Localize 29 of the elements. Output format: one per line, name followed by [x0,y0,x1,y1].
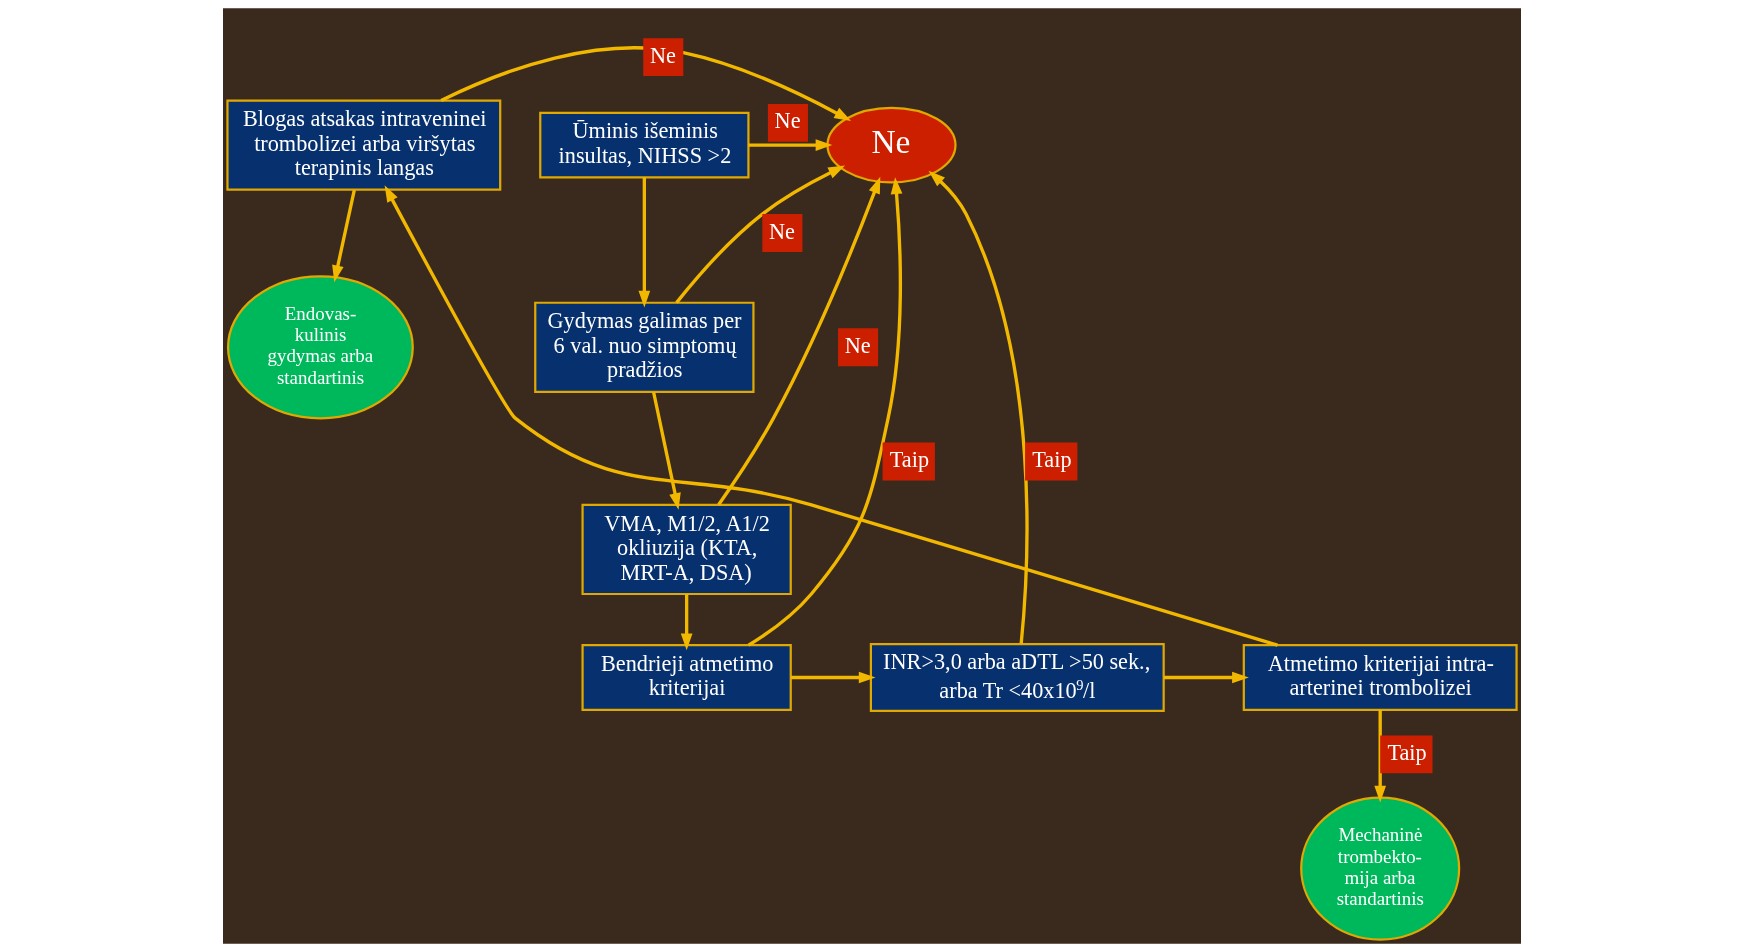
edge-label: Taip [1032,447,1072,473]
node-box: Blogas atsakas intraveninei trombolizei arba viršytas terapinis langas [226,99,502,191]
arrow [747,177,903,647]
arrow [748,139,833,151]
arrow [790,671,876,684]
arrow [1374,709,1387,803]
arrow [638,177,651,308]
node-box: Bendrieji atmetimo kriterijai [581,644,792,711]
node-box: VMA, M1/2, A1/2 okliuzija (KTA, MRT-A, DSA) [581,503,792,596]
edge-label: Ne [774,108,801,134]
edge-label: Ne [844,332,871,358]
edge-label: Taip [1387,739,1427,765]
edge-label: Ne [769,218,795,244]
arrow [652,391,681,510]
edge-label: Taip [889,447,930,473]
node-box: INR>3,0 arba aDTL >50 sek., arba Tr <40x10$^{9}$/l [869,642,1165,712]
arrow [675,165,846,304]
arrow [928,170,1029,645]
arrow [1164,671,1249,684]
node-ellipse: Endovas- kulinis gydymas arba standartinis [226,275,414,420]
edge-label: Ne [649,42,676,68]
arrow [332,189,356,283]
arrow [384,185,1278,647]
node-box: Ūminis išeminis insultas, NIHSS >2 [539,111,750,179]
arrow [680,594,693,651]
node-box: Atmetimo kriterijai intra- arterinei trombolizei [1242,644,1518,711]
node-box: Gydymas galimas per 6 val. nuo simptomų pradžios [534,301,755,393]
node-ellipse: Mechaninė trombekto- mija arba standartinis [1300,796,1461,941]
arrow [440,46,852,121]
